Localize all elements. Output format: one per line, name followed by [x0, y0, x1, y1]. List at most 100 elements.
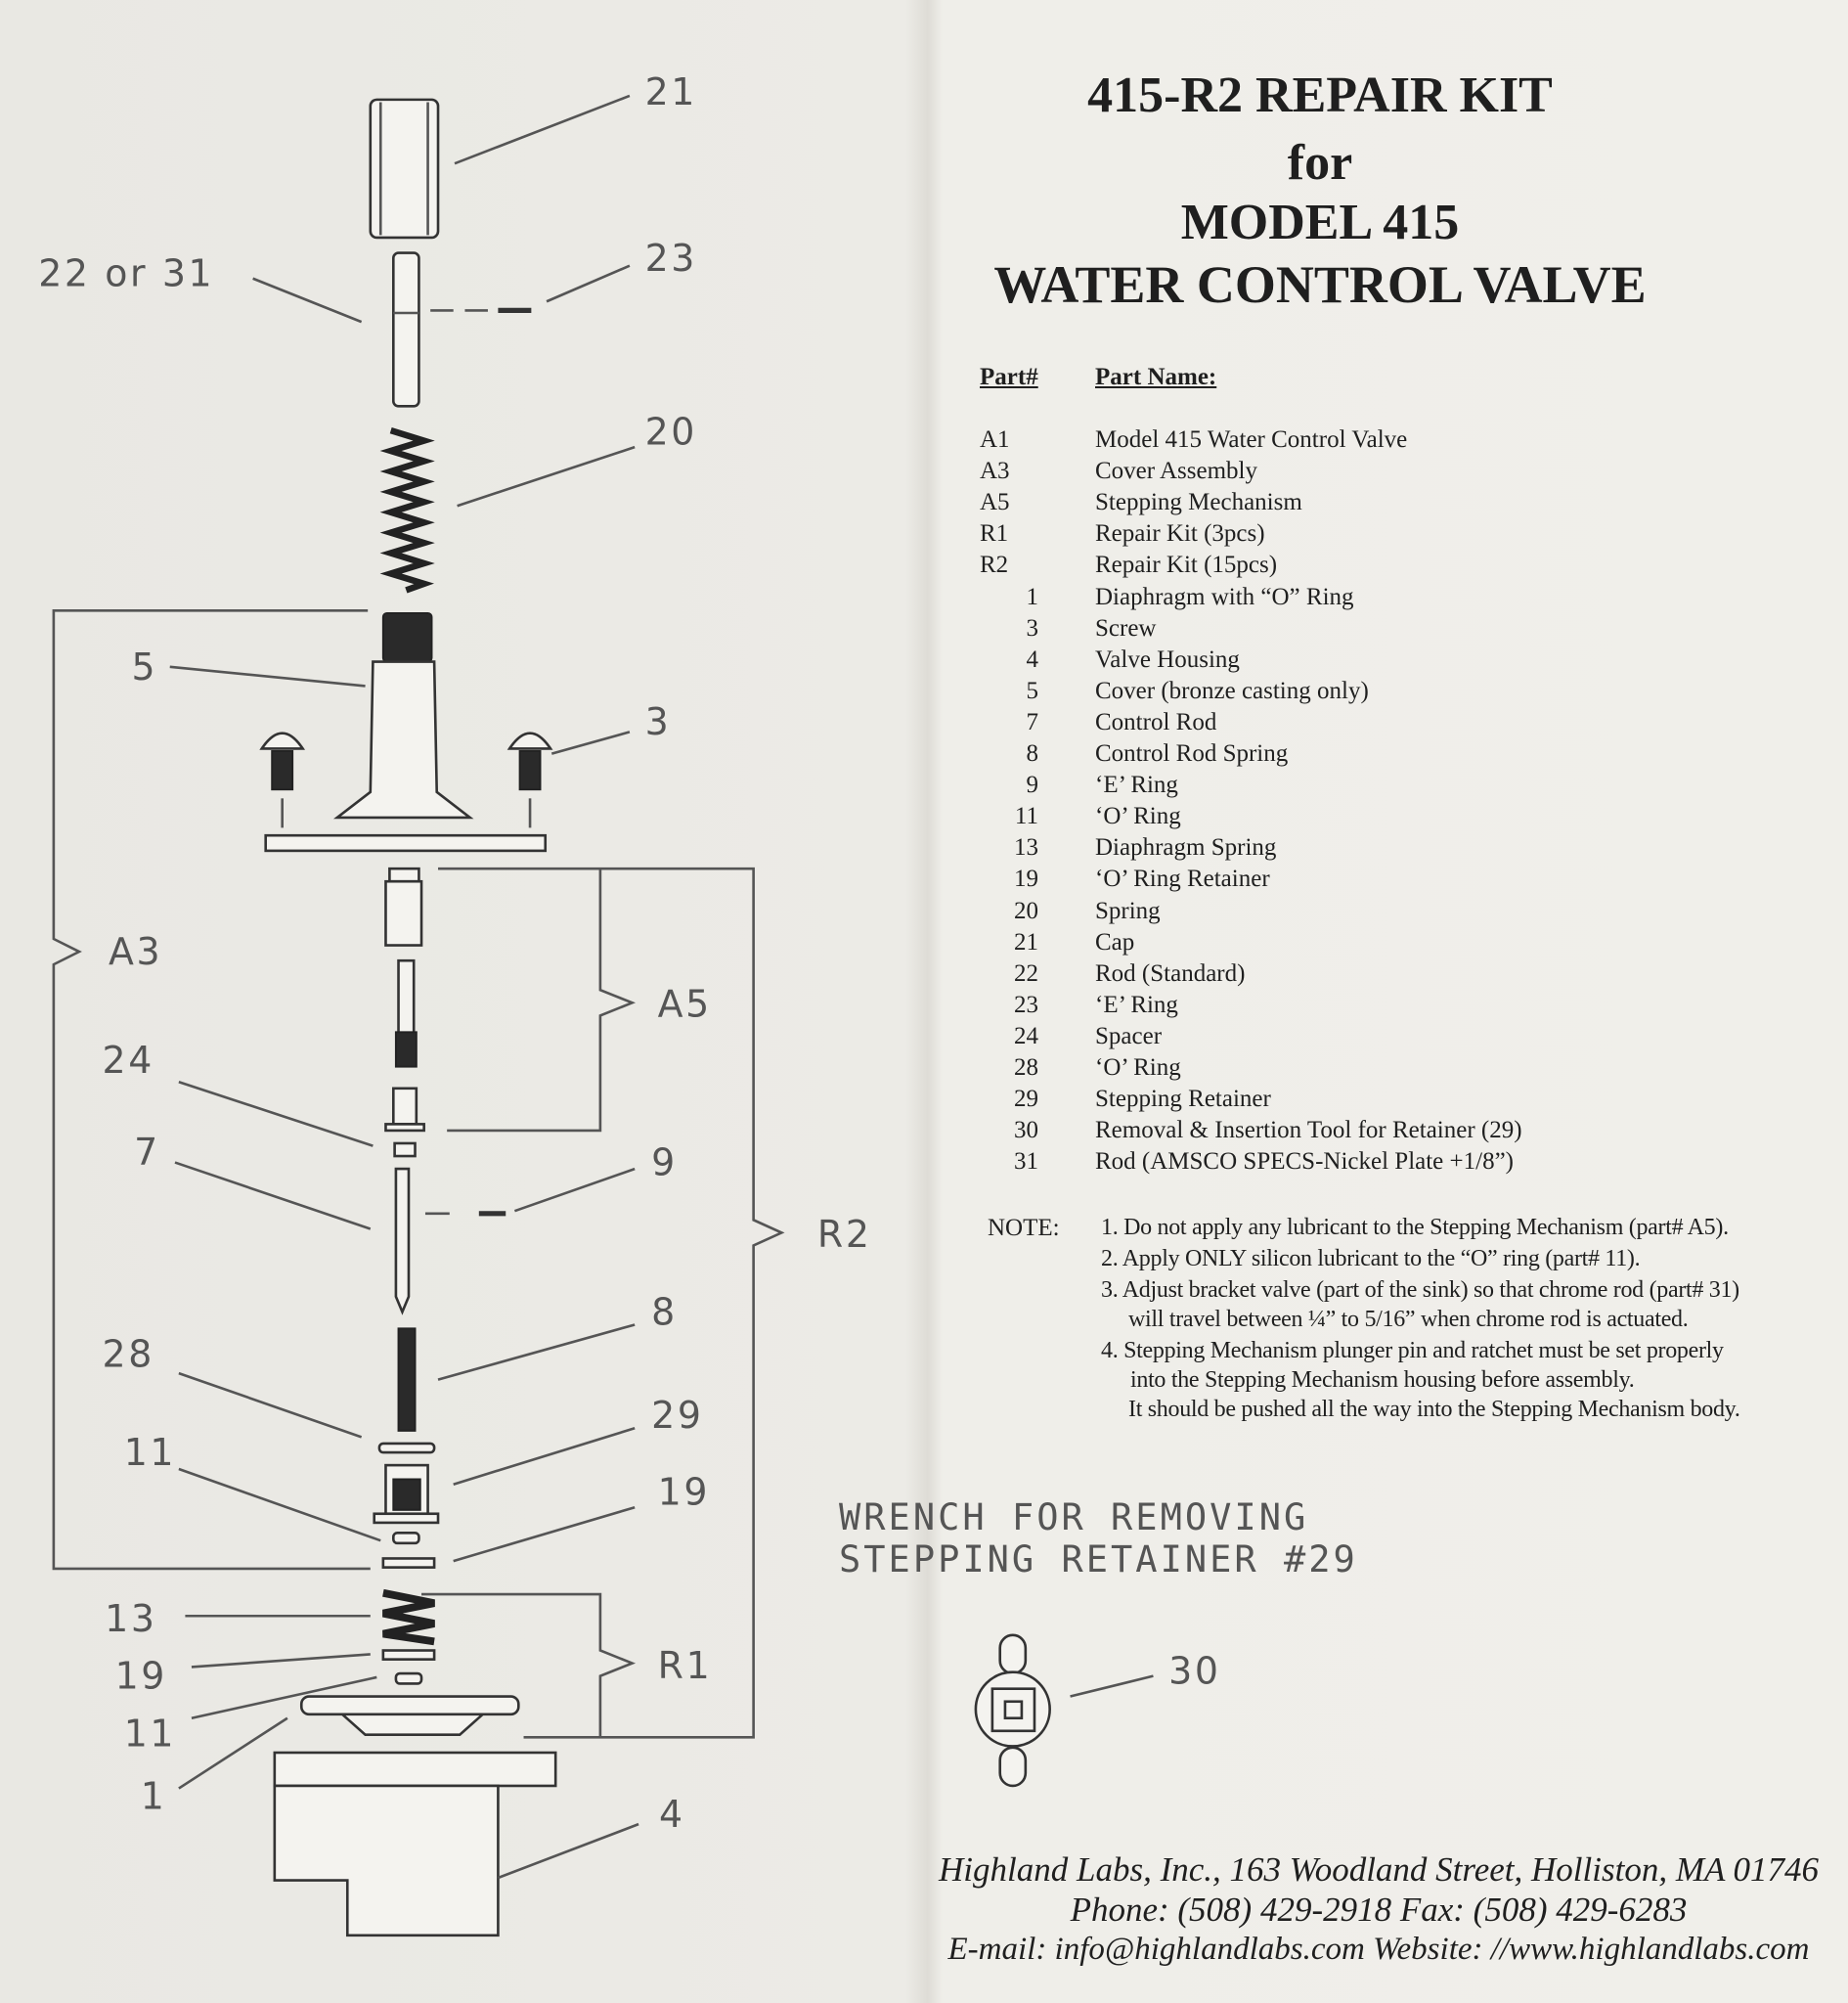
part-name: Diaphragm with “O” Ring	[1095, 583, 1354, 610]
label-11-lower: 11	[124, 1712, 176, 1755]
wrench-caption-line-2: STEPPING RETAINER #29	[839, 1538, 1358, 1580]
label-29: 29	[651, 1394, 703, 1437]
part-21-cap	[369, 98, 440, 240]
part-1-diaphragm	[299, 1695, 520, 1737]
part-19-o-ring-retainer	[381, 1557, 436, 1569]
label-30: 30	[1168, 1649, 1220, 1692]
label-r2: R2	[817, 1213, 872, 1256]
note-line: It should be pushed all the way into the…	[1128, 1397, 1740, 1422]
part-number: 20	[1014, 897, 1038, 924]
label-r1: R1	[658, 1644, 713, 1687]
part-number: A1	[980, 426, 1010, 453]
part-name: Removal & Insertion Tool for Retainer (2…	[1095, 1117, 1522, 1144]
part-number: 28	[1014, 1054, 1038, 1081]
part-number: 4	[1026, 645, 1039, 673]
part-28-o-ring	[377, 1442, 436, 1454]
label-4: 4	[659, 1793, 685, 1836]
part-name: Diaphragm Spring	[1095, 834, 1277, 862]
part-number: 3	[1026, 614, 1039, 642]
parts-row: 28 ‘O’ Ring	[980, 1054, 1181, 1086]
title-line-4: WATER CONTROL VALVE	[993, 255, 1647, 314]
footer-phone-fax: Phone: (508) 429-2918 Fax: (508) 429-628…	[1070, 1891, 1688, 1929]
label-28: 28	[103, 1333, 154, 1376]
part-name: Model 415 Water Control Valve	[1095, 426, 1408, 453]
part-number: 24	[1014, 1022, 1038, 1049]
note-line: 4. Stepping Mechanism plunger pin and ra…	[1101, 1338, 1724, 1363]
part-number: 7	[1026, 708, 1039, 735]
bracket-r2	[438, 867, 785, 1739]
title-line-2: for	[1287, 135, 1353, 191]
parts-row: 13 Diaphragm Spring	[980, 834, 1276, 866]
part-name: ‘O’ Ring	[1095, 1054, 1181, 1081]
note-line: will travel between ¼” to 5/16” when chr…	[1128, 1307, 1689, 1332]
label-20: 20	[645, 411, 697, 454]
part-name: Stepping Retainer	[1095, 1086, 1271, 1113]
part-a5-stepping-mechanism	[384, 867, 425, 1133]
part-number: 13	[1014, 834, 1038, 862]
part-name: Spacer	[1095, 1022, 1163, 1049]
part-20-spring	[379, 427, 435, 594]
part-11-o-ring-lower	[394, 1671, 423, 1685]
part-number: A3	[980, 458, 1010, 485]
part-name: Rod (Standard)	[1095, 959, 1246, 987]
label-1: 1	[141, 1774, 167, 1817]
parts-row: 23‘E’ Ring	[980, 991, 1178, 1023]
part-name: Rod (AMSCO SPECS-Nickel Plate +1/8”)	[1095, 1148, 1514, 1176]
bracket-a3	[52, 609, 371, 1571]
parts-header-number: Part#	[980, 364, 1038, 390]
note-line: 2. Apply ONLY silicon lubricant to the “…	[1101, 1246, 1641, 1271]
part-name: ‘E’ Ring	[1095, 772, 1178, 799]
part-number: R2	[980, 552, 1009, 579]
bracket-a5	[447, 868, 637, 1133]
note-line: 1. Do not apply any lubricant to the Ste…	[1101, 1215, 1729, 1240]
part-name: Control Rod Spring	[1095, 740, 1289, 767]
parts-row: 4 Valve Housing	[980, 645, 1240, 678]
label-13: 13	[105, 1597, 156, 1640]
part-name: ‘O’ Ring	[1095, 803, 1181, 830]
part-number: 8	[1026, 740, 1039, 767]
part-8-control-rod-spring	[397, 1327, 417, 1432]
part-number: 19	[1014, 866, 1038, 893]
part-3-screws	[259, 732, 553, 828]
label-5: 5	[132, 645, 158, 689]
part-number: 21	[1014, 928, 1038, 956]
part-30-wrench-tool	[974, 1633, 1051, 1788]
part-name: Control Rod	[1095, 708, 1217, 735]
part-name: Repair Kit (15pcs)	[1095, 552, 1278, 579]
part-name: Cover (bronze casting only)	[1095, 677, 1369, 704]
part-number: 23	[1014, 991, 1038, 1018]
label-19: 19	[658, 1471, 710, 1514]
parts-row: R2 Repair Kit (15pcs)	[980, 552, 1277, 583]
footer-contact: E-mail: info@highlandlabs.com Website: /…	[947, 1932, 1810, 1967]
label-7: 7	[134, 1131, 160, 1174]
label-24: 24	[103, 1039, 154, 1082]
part-name: Valve Housing	[1095, 645, 1240, 673]
parts-row: 9 ‘E’ Ring	[980, 772, 1178, 803]
parts-header-name: Part Name:	[1095, 364, 1217, 390]
title-line-1: 415-R2 REPAIR KIT	[1087, 67, 1553, 123]
label-21: 21	[645, 70, 697, 113]
part-29-stepping-retainer	[373, 1463, 440, 1525]
part-name: Repair Kit (3pcs)	[1095, 520, 1265, 548]
part-number: A5	[980, 489, 1010, 516]
part-name: Cover Assembly	[1095, 458, 1257, 485]
part-4-valve-housing	[273, 1751, 557, 1937]
label-a3: A3	[109, 930, 162, 973]
part-24-spacer	[393, 1141, 417, 1158]
title-line-3: MODEL 415	[1180, 195, 1460, 250]
label-8: 8	[651, 1290, 678, 1333]
part-13-diaphragm-spring	[382, 1588, 435, 1646]
part-name: ‘O’ Ring Retainer	[1095, 866, 1270, 893]
part-5-cover	[264, 611, 548, 853]
part-22-rod	[392, 251, 420, 408]
part-name: Cap	[1095, 928, 1135, 956]
part-number: 9	[1026, 772, 1039, 799]
label-3: 3	[645, 700, 672, 743]
